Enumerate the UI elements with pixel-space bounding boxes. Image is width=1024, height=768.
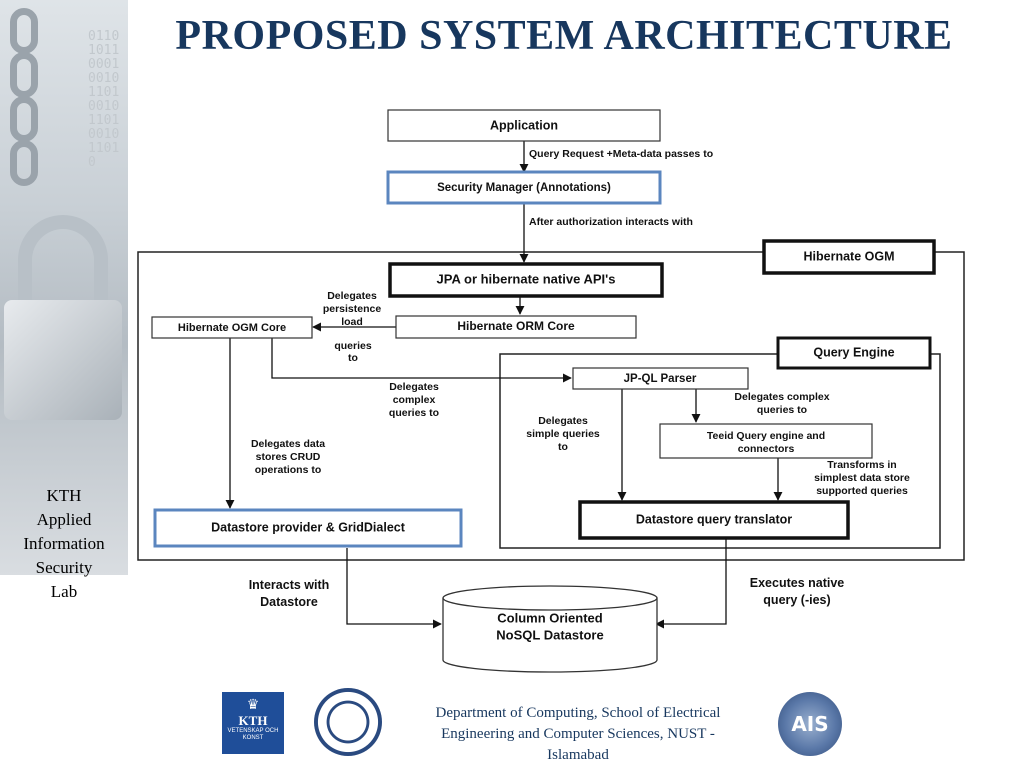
query-engine-container [499, 353, 941, 549]
node-label: Hibernate OGM Core [178, 322, 286, 334]
node-hibernate-orm-core: Hibernate ORM Core [395, 315, 637, 339]
edge-label-line: Delegates data [251, 438, 325, 450]
chain-link-icon [10, 140, 38, 186]
node-teeid-query-engine: Teeid Query engine and connectors [659, 423, 873, 459]
edge-label-line: Delegates [389, 381, 439, 393]
edge-label-line: queries to [757, 404, 807, 416]
edge-label-delegates-simple: Delegates simple queries to [526, 415, 600, 453]
kth-logo-subtext: VETENSKAP OCH KONST [227, 728, 279, 741]
node-hibernate-ogm: Hibernate OGM [762, 239, 936, 275]
edge-label-line: queries [334, 340, 372, 352]
edge-label-delegates-complex-2: Delegates complex queries to [734, 391, 829, 416]
kth-logo: ♛ KTH VETENSKAP OCH KONST [222, 692, 284, 754]
node-jpa-api: JPA or hibernate native API's [388, 262, 664, 298]
edge-label-line: Delegates [327, 290, 377, 302]
sidebar-line: Applied [36, 510, 92, 529]
edge-provider-to-datastore [346, 548, 442, 629]
edge-label-line: Interacts with [249, 578, 330, 592]
edge-ogm-core-to-jpql-parser [271, 338, 572, 383]
sidebar-line: KTH [46, 486, 82, 505]
footer-department: Department of Computing, School of Elect… [408, 703, 748, 766]
padlock-icon [4, 300, 122, 420]
edge-label-query-request: Query Request +Meta-data passes to [529, 148, 713, 160]
node-label: Query Engine [813, 345, 894, 359]
node-label-line: connectors [738, 443, 795, 455]
node-label: Datastore provider & GridDialect [211, 520, 406, 534]
chain-link-icon [10, 8, 38, 54]
edge-label-line: supported queries [816, 485, 908, 497]
node-nosql-datastore: Column Oriented NoSQL Datastore [442, 585, 658, 673]
sidebar-lab-name: KTH Applied Information Security Lab [4, 484, 124, 604]
edge-label-transforms: Transforms in simplest data store suppor… [814, 459, 910, 497]
edge-label-line: to [348, 352, 358, 364]
edge-translator-to-datastore [655, 538, 727, 629]
node-datastore-provider: Datastore provider & GridDialect [153, 508, 463, 548]
node-label-line: Teeid Query engine and [707, 430, 825, 442]
edge-label-line: Delegates [538, 415, 588, 427]
sidebar-background-image: 0110101100010010110100101101001011010 [0, 0, 128, 575]
slide-title: PROPOSED SYSTEM ARCHITECTURE [175, 13, 953, 59]
edge-label-interacts-datastore: Interacts with Datastore [249, 578, 330, 609]
edge-label-line: simplest data store [814, 472, 910, 484]
edge-label-line: operations to [255, 464, 322, 476]
edge-label-line: persistence [323, 303, 382, 315]
node-label: Datastore query translator [636, 512, 792, 526]
node-jpql-parser: JP-QL Parser [572, 367, 749, 390]
node-label: JP-QL Parser [624, 373, 697, 385]
node-label: Hibernate ORM Core [457, 319, 575, 333]
hibernate-ogm-container [137, 251, 965, 561]
node-label-line: NoSQL Datastore [496, 627, 603, 642]
footer-line: Engineering and Computer Sciences, NUST … [441, 726, 715, 742]
node-label: JPA or hibernate native API's [437, 271, 616, 286]
edge-label-line: queries to [389, 407, 439, 419]
crown-icon: ♛ [246, 696, 260, 712]
edge-label-line: load [341, 316, 363, 328]
node-label: Hibernate OGM [804, 249, 895, 263]
edge-label-delegates-complex: Delegates complex queries to [389, 381, 439, 419]
edge-label-delegates-crud: Delegates data stores CRUD operations to [251, 438, 325, 476]
edge-label-line: query (-ies) [763, 593, 830, 607]
edge-label-queries-to: queries to [334, 340, 372, 364]
chain-link-icon [10, 52, 38, 98]
sidebar-line: Lab [50, 582, 78, 601]
edge-label-line: Datastore [260, 595, 318, 609]
binary-digits-decoration: 0110101100010010110100101101001011010 [88, 29, 120, 170]
kth-logo-text: KTH [238, 713, 268, 728]
edge-label-line: complex [393, 394, 436, 406]
nust-seal-logo [314, 688, 382, 756]
node-application: Application [387, 109, 661, 142]
edge-label-line: Delegates complex [734, 391, 829, 403]
edge-label-line: stores CRUD [256, 451, 321, 463]
edge-label-line: to [558, 441, 568, 453]
node-label: Security Manager (Annotations) [437, 182, 611, 194]
footer-line: Islamabad [547, 747, 609, 763]
chain-link-icon [10, 96, 38, 142]
edge-label-after-authorization: After authorization interacts with [529, 216, 693, 228]
edge-label-line: simple queries [526, 428, 600, 440]
ais-logo: AIS [778, 692, 842, 756]
sidebar-line: Security [35, 558, 93, 577]
node-hibernate-ogm-core: Hibernate OGM Core [151, 316, 313, 339]
node-datastore-query-translator: Datastore query translator [578, 500, 850, 540]
node-label-line: Column Oriented [497, 610, 603, 625]
edge-label-executes-native: Executes native query (-ies) [750, 576, 845, 607]
sidebar-line: Information [23, 534, 105, 553]
edge-label-delegates-persistence: Delegates persistence load [323, 290, 382, 328]
node-label: Application [490, 118, 558, 132]
edge-label-line: Transforms in [827, 459, 896, 471]
footer-line: Department of Computing, School of Elect… [435, 705, 721, 721]
node-query-engine: Query Engine [776, 336, 932, 370]
edge-label-line: Executes native [750, 576, 845, 590]
node-security-manager: Security Manager (Annotations) [386, 170, 662, 205]
